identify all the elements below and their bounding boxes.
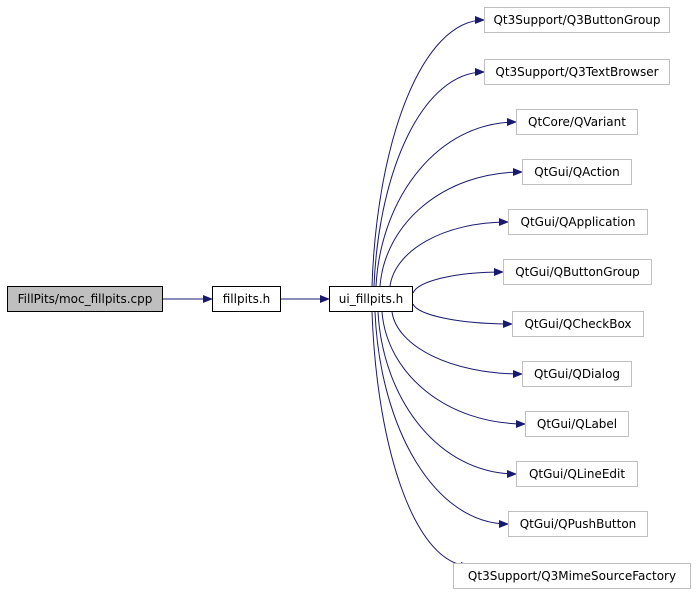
- edge-ui-to-include: [391, 311, 523, 378]
- node-qlabel[interactable]: QtGui/QLabel: [525, 411, 629, 437]
- node-qaction[interactable]: QtGui/QAction: [522, 159, 632, 185]
- node-ui-fillpits-h[interactable]: ui_fillpits.h: [329, 286, 413, 312]
- edge-ui-to-include: [373, 68, 485, 287]
- edge-ui-to-include: [389, 218, 509, 287]
- edge-ui-to-include: [375, 118, 517, 287]
- node-q3textbrowser[interactable]: Qt3Support/Q3TextBrowser: [484, 59, 670, 85]
- edge-ui-to-include: [377, 311, 517, 478]
- edge-ui-to-include: [374, 311, 509, 528]
- edge-ui-to-include: [412, 303, 513, 328]
- node-qapplication[interactable]: QtGui/QApplication: [508, 209, 648, 235]
- node-qpushbutton[interactable]: QtGui/QPushButton: [508, 511, 648, 537]
- node-q3mimesourcefactory[interactable]: Qt3Support/Q3MimeSourceFactory: [453, 563, 691, 589]
- node-qvariant[interactable]: QtCore/QVariant: [516, 109, 638, 135]
- edge-ui-to-include: [412, 268, 504, 294]
- edge-ui-to-include: [381, 311, 526, 428]
- node-qdialog[interactable]: QtGui/QDialog: [522, 361, 632, 387]
- edge-ui-to-include: [371, 16, 485, 287]
- node-qbuttongroup[interactable]: QtGui/QButtonGroup: [503, 259, 652, 285]
- node-q3buttongroup[interactable]: Qt3Support/Q3ButtonGroup: [484, 7, 670, 33]
- node-qlineedit[interactable]: QtGui/QLineEdit: [516, 461, 638, 487]
- node-moc-fillpits-cpp[interactable]: FillPits/moc_fillpits.cpp: [7, 286, 163, 312]
- edge-ui-to-include: [371, 311, 471, 570]
- node-fillpits-h[interactable]: fillpits.h: [212, 286, 281, 312]
- edge-ui-to-include: [379, 168, 523, 287]
- node-qcheckbox[interactable]: QtGui/QCheckBox: [512, 311, 644, 337]
